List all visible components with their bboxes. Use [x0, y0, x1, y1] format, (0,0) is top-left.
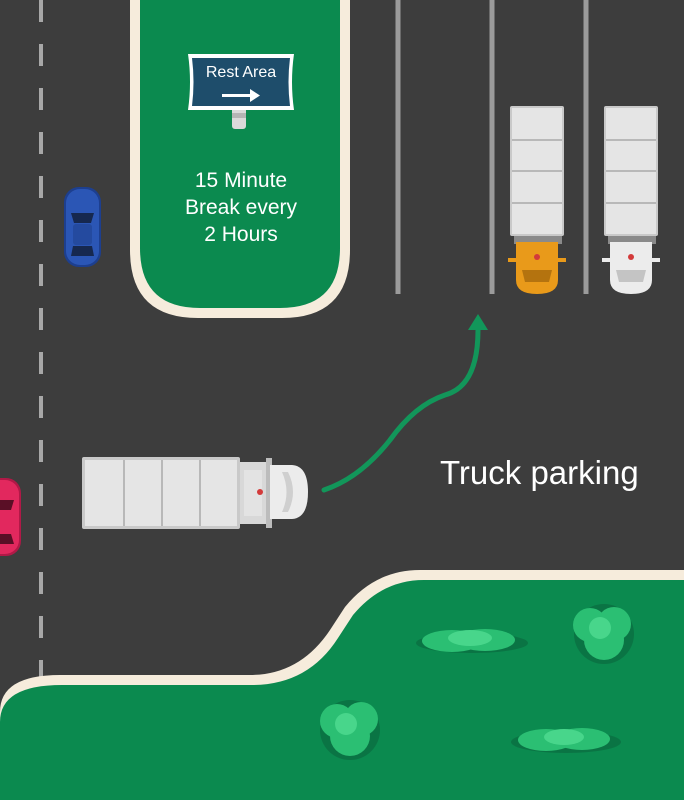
blue-car: [64, 187, 101, 267]
bush: [416, 629, 528, 653]
rest-break-note: 15 Minute Break every 2 Hours: [148, 167, 334, 248]
right-arrow-icon: [222, 89, 260, 102]
bush: [573, 604, 634, 664]
rest-note-line: 15 Minute: [194, 169, 288, 192]
parking-stall-lines: [395, 0, 589, 294]
parked-truck-orange: [508, 106, 566, 294]
bush: [511, 728, 621, 753]
moving-truck: [82, 457, 308, 529]
path-arrow-icon: [321, 314, 488, 493]
rest-note-line: 2 Hours: [204, 223, 278, 246]
parked-truck-white: [602, 106, 660, 294]
red-car: [0, 478, 21, 556]
sign-title: Rest Area: [205, 64, 277, 81]
bush: [320, 700, 380, 760]
truck-parking-label: Truck parking: [440, 454, 639, 491]
rest-area-sign: [188, 54, 294, 129]
rest-note-line: Break every: [184, 196, 298, 219]
